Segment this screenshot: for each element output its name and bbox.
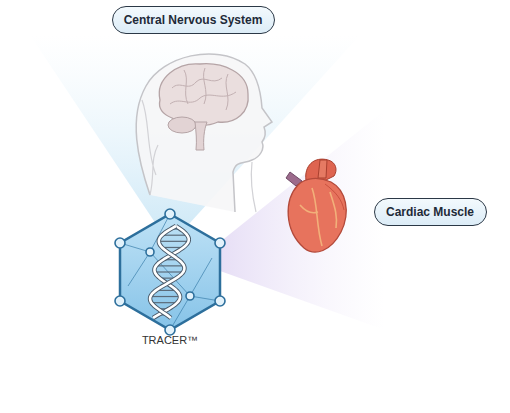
head-illustration	[136, 54, 272, 212]
dna-rung	[155, 271, 184, 272]
dna-strand	[150, 226, 184, 318]
dna-rung	[159, 241, 189, 242]
label-pill: Central Nervous System	[112, 6, 275, 34]
dna-rung	[150, 296, 180, 297]
pill-text: Central Nervous System	[124, 13, 263, 27]
dna-strand-outline	[150, 226, 184, 318]
capsid-hexagon	[115, 209, 225, 335]
pill-text: Cardiac Muscle	[386, 205, 474, 219]
dna-rung	[156, 265, 184, 266]
brain	[159, 64, 248, 150]
product-label: TRACER™	[142, 334, 198, 346]
label-pill: Cardiac Muscle	[374, 198, 487, 226]
heart	[286, 159, 346, 252]
